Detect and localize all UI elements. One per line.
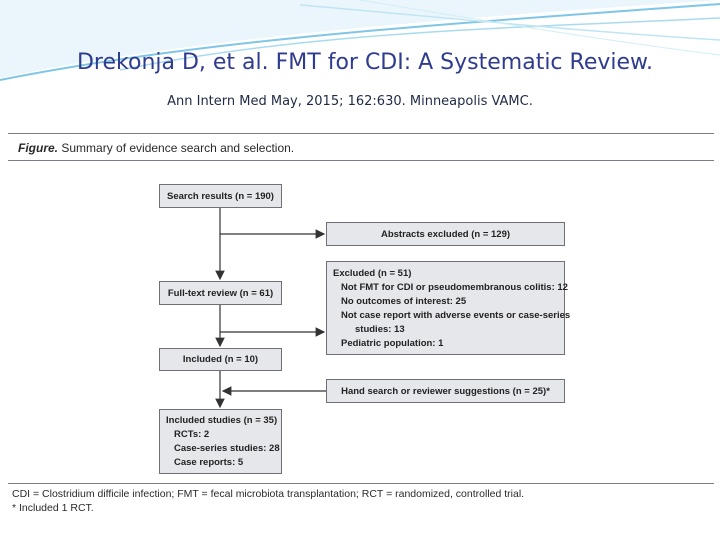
figure-top-rule (8, 133, 714, 134)
excluded-item: Not FMT for CDI or pseudomembranous coli… (341, 282, 568, 293)
excluded-box: Excluded (n = 51) Not FMT for CDI or pse… (326, 261, 571, 355)
footnote-asterisk: * Included 1 RCT. (12, 502, 94, 514)
search-results-label: Search results (n = 190) (167, 190, 274, 202)
excluded-title: Excluded (n = 51) (333, 268, 412, 279)
abstracts-excluded-box: Abstracts excluded (n = 129) (326, 222, 565, 246)
included-studies-item: RCTs: 2 (174, 429, 210, 440)
included-label: Included (n = 10) (182, 354, 259, 365)
excluded-item: No outcomes of interest: 25 (341, 296, 467, 307)
figure-bottom-rule (8, 483, 714, 484)
figure-caption-label: Figure. (18, 141, 59, 155)
figure-panel: Figure. Summary of evidence search and s… (8, 133, 714, 518)
excluded-item: Pediatric population: 1 (341, 338, 444, 349)
figure-caption-text: Summary of evidence search and selection… (58, 141, 295, 155)
footnote-abbreviations: CDI = Clostridium difficile infection; F… (12, 488, 525, 500)
included-studies-box: Included studies (n = 35) RCTs: 2 Case-s… (159, 409, 282, 474)
figure-caption: Figure. Summary of evidence search and s… (18, 141, 294, 155)
abstracts-excluded-label: Abstracts excluded (n = 129) (380, 228, 511, 240)
hand-search-box: Hand search or reviewer suggestions (n =… (326, 379, 565, 403)
excluded-item: studies: 13 (355, 324, 405, 335)
excluded-item: Not case report with adverse events or c… (341, 310, 571, 321)
included-box: Included (n = 10) (159, 348, 282, 371)
full-text-review-label: Full-text review (n = 61) (167, 287, 274, 299)
included-studies-title: Included studies (n = 35) (166, 415, 278, 426)
included-studies-item: Case reports: 5 (174, 457, 244, 468)
hand-search-label: Hand search or reviewer suggestions (n =… (341, 385, 550, 397)
header-swoosh (0, 0, 720, 81)
full-text-review-box: Full-text review (n = 61) (159, 281, 282, 305)
figure-caption-rule (8, 160, 714, 161)
included-studies-item: Case-series studies: 28 (174, 443, 280, 454)
slide-subtitle: Ann Intern Med May, 2015; 162:630. Minne… (167, 94, 533, 109)
search-results-box: Search results (n = 190) (159, 184, 282, 208)
flow-connectors (215, 208, 326, 409)
slide-title: Drekonja D, et al. FMT for CDI: A System… (76, 50, 653, 75)
